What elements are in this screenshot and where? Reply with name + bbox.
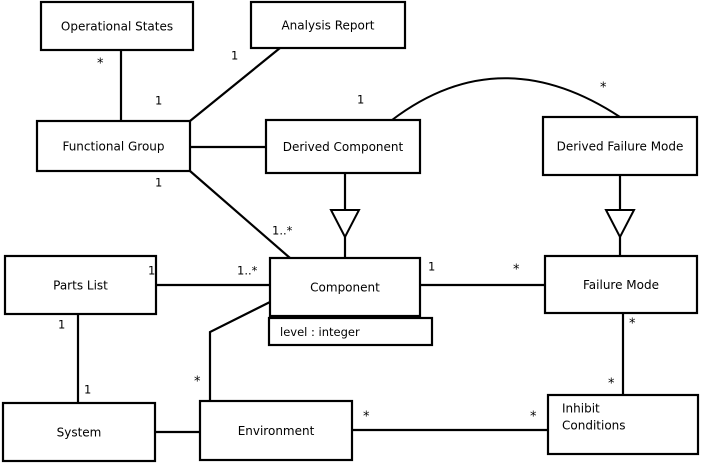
class-box-parts_list[interactable]: Parts List	[3, 254, 158, 316]
class-rect[interactable]	[541, 115, 699, 177]
generalization-triangle-icon	[604, 209, 636, 240]
multiplicity-label: *	[97, 57, 104, 72]
attribute-rect[interactable]	[267, 316, 434, 347]
multiplicity-label: 1	[84, 383, 91, 397]
class-name: System	[57, 426, 102, 440]
associations-layer	[76, 47, 625, 434]
association-line[interactable]	[189, 170, 291, 259]
association-analysisreport_functionalgroup[interactable]	[189, 47, 281, 122]
class-rect[interactable]	[249, 0, 407, 50]
class-name: Functional Group	[62, 140, 164, 154]
class-name: Derived Component	[283, 140, 404, 154]
class-rect[interactable]	[39, 0, 195, 52]
class-name-line2: Conditions	[562, 419, 626, 433]
class-name: Operational States	[61, 20, 173, 34]
multiplicity-label: 1	[428, 260, 435, 274]
class-rect[interactable]	[35, 119, 192, 173]
association-line[interactable]	[208, 301, 271, 401]
generalizations-layer	[329, 173, 636, 258]
multiplicity-label: *	[600, 81, 607, 96]
multiplicity-label: *	[629, 317, 636, 332]
class-box-system[interactable]: System	[1, 401, 157, 463]
class-box-failure_mode[interactable]: Failure Mode	[543, 254, 699, 315]
class-box-derived_component[interactable]: Derived Component	[264, 118, 422, 175]
class-rect[interactable]	[1, 401, 157, 463]
class-rect[interactable]	[198, 399, 354, 462]
generalization-derivedfailuremode_to_failuremode[interactable]	[604, 175, 636, 256]
class-box-derived_failure_mode[interactable]: Derived Failure Mode	[541, 115, 699, 177]
class-name: Environment	[238, 424, 315, 438]
attribute-text: level : integer	[280, 325, 360, 339]
multiplicity-label: *	[608, 377, 615, 392]
generalization-triangle-icon	[329, 209, 361, 240]
multiplicity-label: *	[530, 410, 537, 425]
class-rect[interactable]	[268, 256, 422, 318]
multiplicity-label: 1..*	[272, 224, 293, 238]
class-name: Component	[310, 281, 380, 295]
multiplicity-label: *	[513, 263, 520, 278]
class-box-operational_states[interactable]: Operational States	[39, 0, 195, 52]
multiplicity-label: 1	[155, 176, 162, 190]
class-box-environment[interactable]: Environment	[198, 399, 354, 462]
multiplicity-labels-layer: * 1 1 1 1 1..* * 1 1..* 1 1 1 * * * * * *	[58, 49, 636, 425]
class-rect[interactable]	[3, 254, 158, 316]
association-component_environment[interactable]	[208, 301, 271, 401]
association-arc[interactable]	[391, 77, 621, 121]
class-box-functional_group[interactable]: Functional Group	[35, 119, 192, 173]
class-rect[interactable]	[546, 393, 700, 456]
class-rect[interactable]	[543, 254, 699, 315]
association-derivedcomponent_derivedfailuremode[interactable]	[391, 77, 621, 121]
attribute-compartment-component_attrs[interactable]: level : integer	[267, 316, 434, 347]
class-name: Failure Mode	[583, 278, 659, 292]
multiplicity-label: 1	[148, 264, 155, 278]
multiplicity-label: *	[363, 410, 370, 425]
multiplicity-label: *	[194, 375, 201, 390]
multiplicity-label: 1	[58, 318, 65, 332]
association-functionalgroup_component[interactable]	[189, 170, 291, 259]
class-box-component[interactable]: Component	[268, 256, 422, 318]
class-rect[interactable]	[264, 118, 422, 175]
multiplicity-label: 1..*	[237, 264, 258, 278]
association-line[interactable]	[189, 47, 281, 122]
class-name: Parts List	[53, 279, 108, 293]
generalization-derivedcomponent_to_component[interactable]	[329, 173, 361, 258]
class-name-line1: Inhibit	[562, 402, 600, 416]
class-box-analysis_report[interactable]: Analysis Report	[249, 0, 407, 50]
class-name: Derived Failure Mode	[557, 140, 684, 154]
multiplicity-label: 1	[155, 94, 162, 108]
multiplicity-label: 1	[231, 49, 238, 63]
class-name: Analysis Report	[281, 19, 374, 33]
multiplicity-label: 1	[357, 93, 364, 107]
